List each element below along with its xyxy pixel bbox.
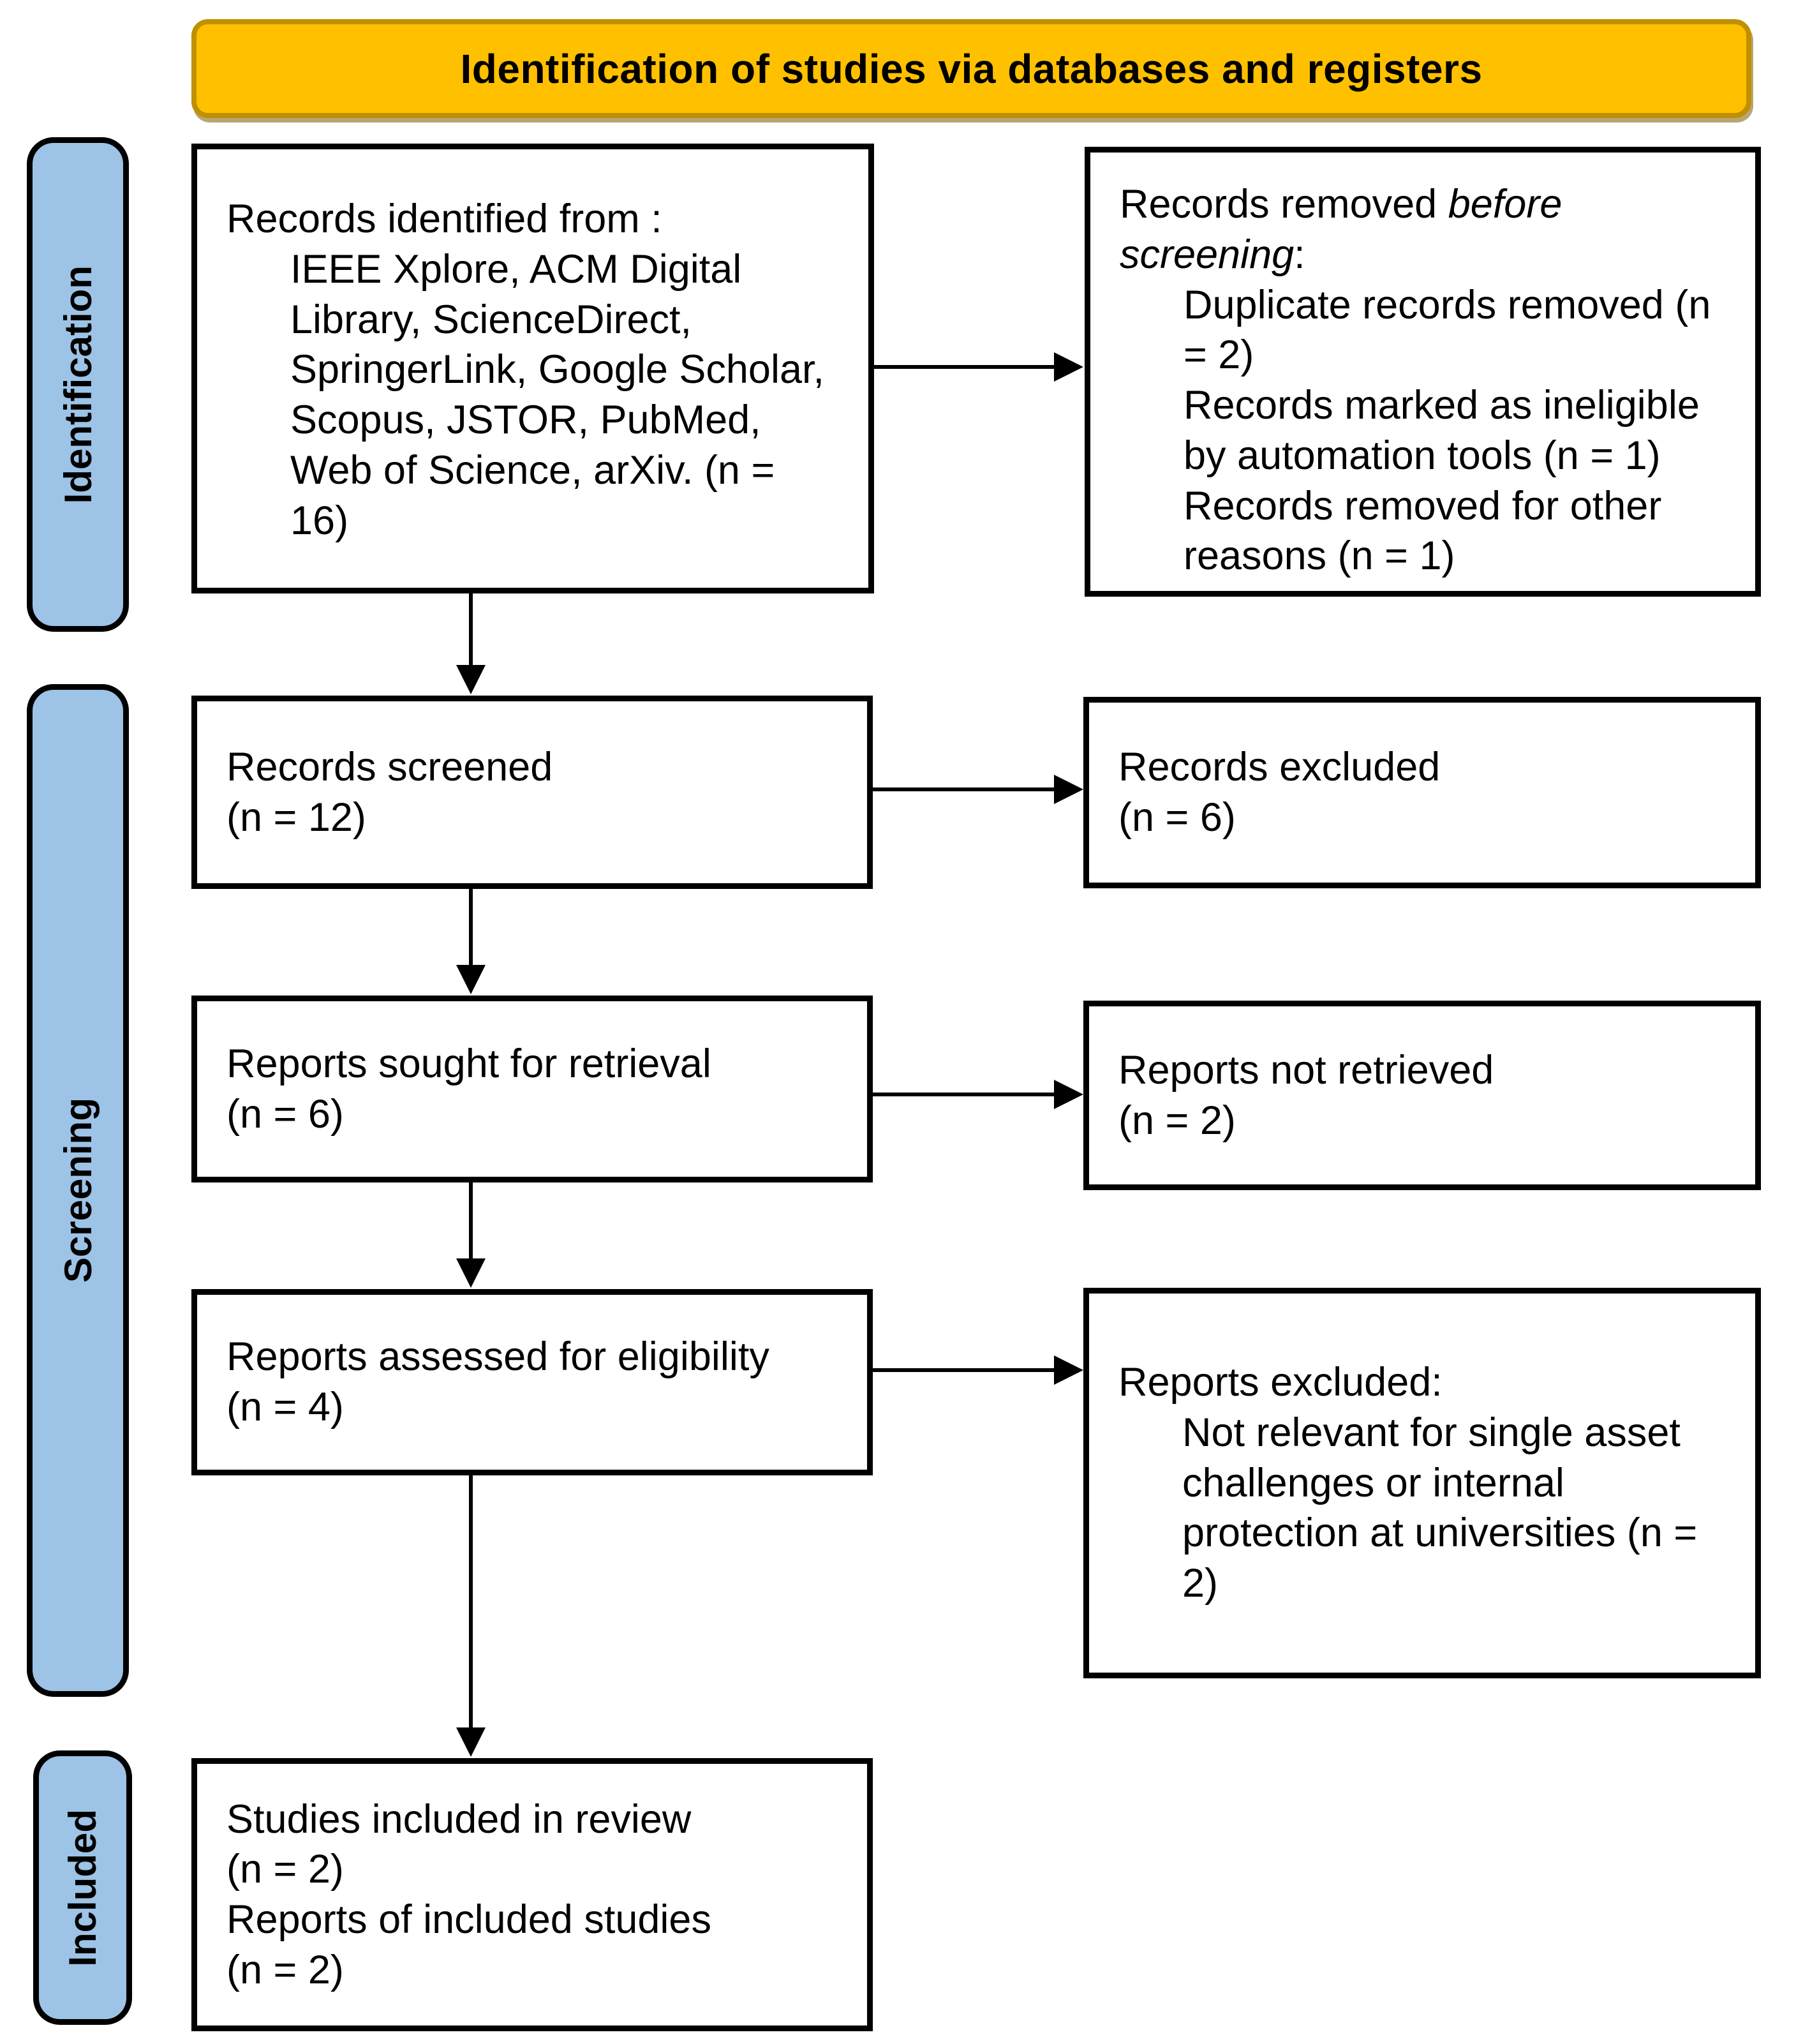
arrow-assessed-to-included-icon: [456, 1475, 486, 1757]
diagram-title-banner: Identification of studies via databases …: [191, 19, 1751, 118]
records-excluded-count: (n = 6): [1118, 795, 1236, 840]
box-records-excluded: Records excluded (n = 6): [1083, 697, 1761, 888]
reports-sought-count: (n = 6): [226, 1091, 344, 1137]
reports-sought-title: Reports sought for retrieval: [226, 1041, 711, 1086]
reports-included-title: Reports of included studies: [226, 1897, 711, 1942]
box-studies-included: Studies included in review (n = 2) Repor…: [191, 1758, 873, 2031]
records-excluded-title: Records excluded: [1118, 745, 1441, 790]
arrow-screened-to-sought-icon: [456, 889, 486, 994]
reports-assessed-count: (n = 4): [226, 1385, 344, 1429]
records-identified-title: Records identified from :: [226, 197, 662, 241]
reports-not-retrieved-title: Reports not retrieved: [1118, 1047, 1494, 1093]
reports-assessed-title: Reports assessed for eligibility: [226, 1334, 769, 1380]
box-reports-not-retrieved: Reports not retrieved (n = 2): [1083, 1001, 1761, 1190]
records-removed-title-lead: Records removed: [1120, 182, 1448, 227]
records-identified-sources: IEEE Xplore, ACM Digital Library, Scienc…: [290, 246, 824, 543]
diagram-title: Identification of studies via databases …: [460, 45, 1483, 92]
studies-included-count: (n = 2): [226, 1847, 344, 1892]
stage-label-included: Included: [33, 1750, 132, 2025]
reports-excluded-title: Reports excluded:: [1118, 1360, 1443, 1405]
arrow-sought-to-not-retrieved-icon: [873, 1080, 1083, 1109]
stage-label-screening-text: Screening: [56, 1098, 100, 1283]
stage-label-identification-text: Identification: [56, 265, 100, 504]
box-records-identified: Records identified from : IEEE Xplore, A…: [191, 144, 874, 593]
records-removed-title-tail: :: [1294, 232, 1305, 277]
arrow-assessed-to-reports-excluded-icon: [873, 1355, 1083, 1385]
records-removed-item-duplicates: Duplicate records removed (n = 2): [1184, 282, 1711, 378]
arrow-screened-to-excluded-icon: [873, 775, 1083, 804]
stage-label-identification: Identification: [27, 137, 129, 632]
reports-not-retrieved-count: (n = 2): [1118, 1098, 1236, 1143]
records-removed-title-emphasis: before screening: [1120, 182, 1562, 277]
box-reports-assessed: Reports assessed for eligibility (n = 4): [191, 1289, 873, 1475]
reports-included-count: (n = 2): [226, 1947, 344, 1992]
stage-label-included-text: Included: [61, 1809, 104, 1967]
records-screened-title: Records screened: [226, 744, 553, 789]
box-reports-sought: Reports sought for retrieval (n = 6): [191, 996, 873, 1182]
box-records-removed-before-screening: Records removed before screening: Duplic…: [1085, 147, 1761, 597]
records-removed-item-automation: Records marked as ineligible by automati…: [1184, 383, 1700, 478]
arrow-identified-to-removed-icon: [874, 352, 1083, 382]
records-removed-title: Records removed before screening:: [1090, 179, 1755, 280]
records-screened-count: (n = 12): [226, 794, 366, 840]
box-reports-excluded: Reports excluded: Not relevant for singl…: [1083, 1288, 1761, 1678]
arrow-sought-to-assessed-icon: [456, 1182, 486, 1288]
records-removed-item-other: Records removed for other reasons (n = 1…: [1184, 483, 1662, 579]
reports-excluded-reason: Not relevant for single asset challenges…: [1182, 1410, 1698, 1606]
arrow-identified-to-screened-icon: [456, 593, 486, 694]
studies-included-title: Studies included in review: [226, 1796, 692, 1842]
stage-label-screening: Screening: [27, 684, 129, 1697]
box-records-screened: Records screened (n = 12): [191, 696, 873, 889]
